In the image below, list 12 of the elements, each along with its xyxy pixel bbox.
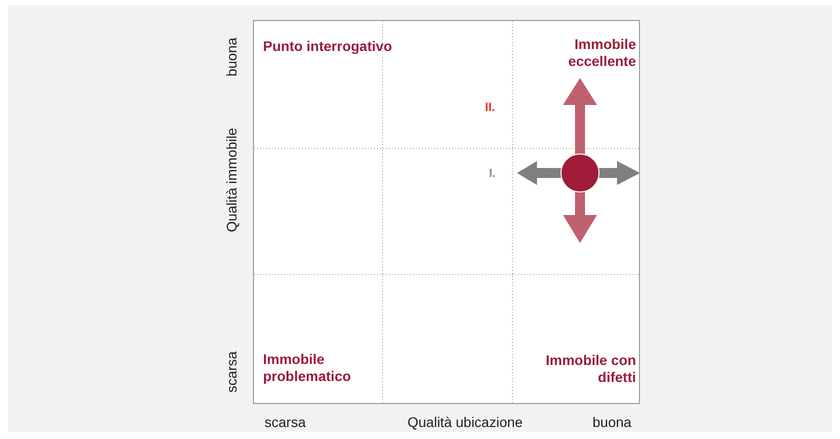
axis-title: Qualità ubicazione [408,414,523,431]
quadrant-label: Punto interrogativo [263,38,392,55]
axis-tick-label: scarsa [224,351,240,393]
step-label: II. [485,100,496,114]
quadrant-label: Immobile problematico [263,351,352,385]
axis-tick-label: scarsa [264,414,306,431]
axis-title: Qualità immobile [224,128,240,232]
step-label: I. [489,166,496,180]
axis-tick-label: buona [592,414,632,431]
axis-tick-label: buona [224,38,240,76]
quadrant-label: Immobile con difetti [544,352,636,386]
quadrant-label: Immobile eccellente [567,36,636,70]
